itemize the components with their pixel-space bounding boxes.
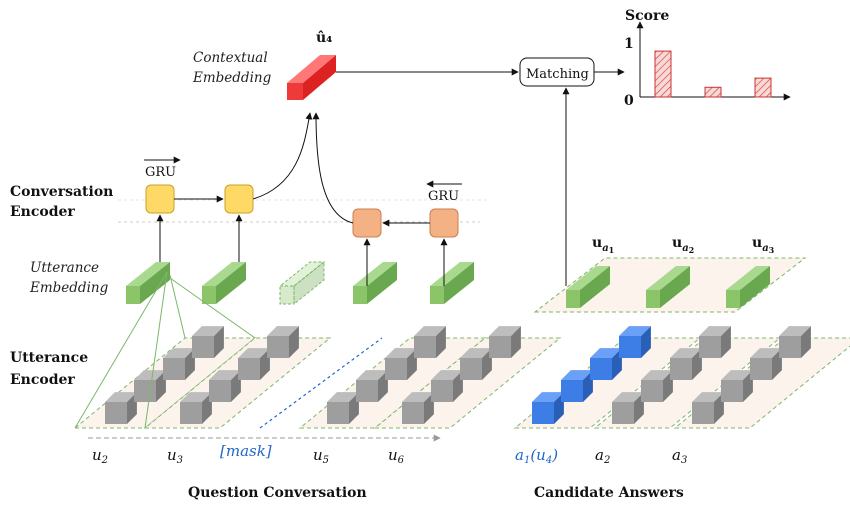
score-bar-1: [654, 50, 672, 98]
gru-forward-label: GRU: [145, 165, 176, 180]
score-bar-3: [754, 77, 772, 98]
utterance-encoder-label-2: Encoder: [10, 372, 75, 388]
utterance-embedding-u3: [202, 262, 246, 304]
utterance-encoder-label-1: Utterance: [10, 350, 88, 366]
candidate-answers-caption: Candidate Answers: [534, 485, 684, 501]
token-block: [692, 392, 724, 424]
token-block: [779, 326, 811, 358]
score-tick-0: 0: [624, 93, 634, 109]
answer-label-a2: a2: [595, 446, 610, 466]
embedding-to-gru-arrows: [156, 214, 448, 286]
contextual-embedding-label-1: Contextual: [193, 50, 268, 66]
gru-to-context-arrow-2: [312, 112, 354, 224]
gru-to-context-arrow-1: [252, 112, 313, 200]
seq-label-u5: u5: [313, 446, 329, 466]
token-block: [180, 392, 212, 424]
token-block: [670, 348, 702, 380]
score-bar-2: [704, 86, 722, 98]
utterance-embedding-u6: [430, 262, 474, 304]
seq-label-u3: u3: [167, 446, 183, 466]
question-conversation-caption: Question Conversation: [188, 485, 367, 501]
seq-label-u6: u6: [388, 446, 405, 466]
matching-label: Matching: [526, 67, 589, 82]
candidate-embedding-a2: [646, 266, 690, 308]
utterance-embeddings: [126, 260, 474, 306]
contextual-embedding-prism: [287, 55, 336, 100]
gru-node-1: [145, 184, 175, 214]
gru-node-3: [352, 208, 382, 238]
ua1-label: ua1: [592, 235, 614, 255]
token-block: [489, 326, 521, 358]
seq-label-u2: u2: [92, 446, 108, 466]
utterance-embedding-label-1: Utterance: [30, 260, 99, 276]
token-block: [267, 326, 299, 358]
gru-node-4: [429, 208, 459, 238]
score-axis-title: Score: [625, 8, 669, 24]
conversation-encoder-label-1: Conversation: [10, 184, 113, 200]
utterance-embedding-mask: [278, 260, 326, 306]
utterance-embedding-u2: [126, 262, 170, 304]
candidate-embedding-a3: [726, 266, 770, 308]
score-chart: Score 1 0: [624, 8, 791, 109]
utterance-embedding-u5: [353, 262, 397, 304]
embedding-projection-lines: [74, 271, 256, 429]
candidate-embedding-a1: [566, 266, 610, 308]
token-block: [612, 392, 644, 424]
gru-node-2: [224, 184, 254, 214]
ua3-label: ua3: [752, 235, 775, 255]
utterance-embedding-label-2: Embedding: [29, 280, 109, 296]
u4-hat-label: û₄: [316, 30, 332, 46]
token-block: [414, 326, 446, 358]
answer-label-a1: a1(u4): [515, 446, 558, 466]
conversation-encoder-label-2: Encoder: [10, 204, 75, 220]
token-block: [699, 326, 731, 358]
token-block: [750, 348, 782, 380]
score-tick-1: 1: [624, 36, 634, 52]
gru-backward-label: GRU: [428, 189, 459, 204]
token-blocks: [105, 326, 811, 424]
seq-label-mask: [mask]: [220, 442, 272, 460]
token-block-blue: [619, 326, 651, 358]
gru-nodes: [145, 184, 459, 238]
token-block: [192, 326, 224, 358]
ua2-label: ua2: [672, 235, 694, 255]
token-block: [163, 348, 195, 380]
candidate-embeddings: [566, 266, 770, 308]
contextual-embedding-label-2: Embedding: [192, 70, 272, 86]
answer-label-a3: a3: [672, 446, 687, 466]
